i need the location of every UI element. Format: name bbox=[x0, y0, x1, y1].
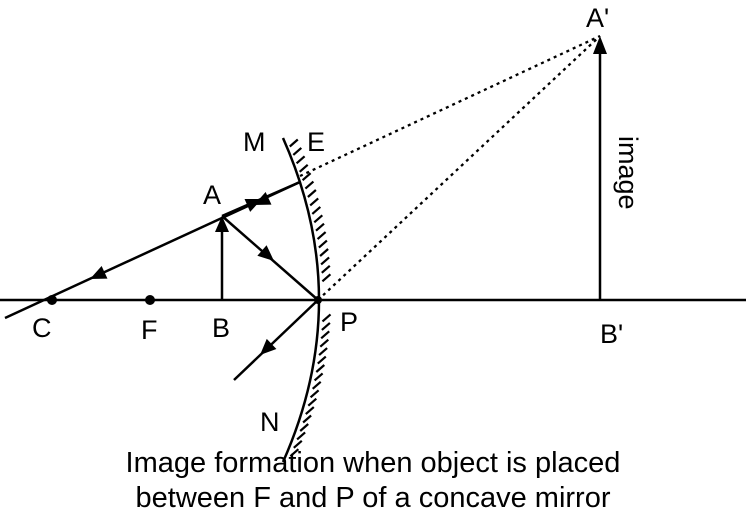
mirror-hatch-mark bbox=[301, 172, 312, 182]
mirror-hatch-mark bbox=[299, 423, 309, 432]
label-N: N bbox=[260, 407, 280, 437]
point-P bbox=[314, 296, 322, 304]
mirror-hatch-mark bbox=[296, 431, 306, 441]
ray-arrowhead-reflected-2 bbox=[260, 338, 277, 355]
label-B-prime: B' bbox=[600, 319, 623, 349]
mirror-hatch-mark bbox=[313, 372, 324, 382]
mirror-hatch-mark bbox=[304, 180, 315, 190]
virtual-extension-2 bbox=[317, 35, 601, 301]
label-image: image bbox=[613, 136, 643, 210]
mirror-hatch-mark bbox=[298, 163, 309, 173]
mirror-hatch-mark bbox=[289, 138, 299, 148]
mirror-hatch-mark bbox=[309, 197, 319, 207]
mirror-hatch-mark bbox=[295, 155, 306, 165]
label-M: M bbox=[243, 127, 266, 157]
mirror-hatch-mark bbox=[305, 406, 315, 415]
mirror-hatch-mark bbox=[318, 347, 328, 356]
label-A-prime: A' bbox=[586, 3, 609, 33]
label-P: P bbox=[340, 307, 358, 337]
caption-line-2: between F and P of a concave mirror bbox=[135, 482, 611, 514]
mirror-hatch-mark bbox=[321, 322, 331, 331]
mirror-hatch-mark bbox=[315, 222, 325, 232]
mirror-hatch-mark bbox=[319, 338, 330, 348]
mirror-hatch-mark bbox=[292, 147, 303, 156]
label-A: A bbox=[203, 180, 221, 210]
mirror-hatch-mark bbox=[302, 414, 312, 424]
label-F: F bbox=[141, 315, 158, 345]
mirror-hatch-mark bbox=[293, 439, 303, 449]
ray-arrowhead-reflected-1b bbox=[90, 265, 108, 279]
mirror-hatch-mark bbox=[320, 330, 330, 340]
ray-arrowhead-reflected-1a bbox=[254, 191, 272, 205]
mirror-hatch-mark bbox=[320, 256, 330, 266]
label-C: C bbox=[32, 313, 52, 343]
ray-arrowhead-incident-2 bbox=[257, 245, 274, 261]
mirror-hatch-mark bbox=[311, 380, 322, 390]
mirror-hatch-mark bbox=[321, 264, 331, 274]
mirror-hatch-mark bbox=[313, 214, 324, 224]
mirror-hatch-mark bbox=[315, 364, 326, 373]
label-E: E bbox=[307, 127, 325, 157]
mirror-hatch-mark bbox=[317, 355, 327, 365]
mirror-hatch-mark bbox=[309, 389, 320, 399]
caption: Image formation when object is placed be… bbox=[0, 446, 746, 516]
mirror-hatch-mark bbox=[289, 448, 300, 458]
reflected-ray-2 bbox=[233, 299, 319, 381]
object-arrowhead bbox=[215, 216, 229, 232]
mirror-hatch-mark bbox=[307, 397, 318, 407]
virtual-extension-1 bbox=[299, 34, 601, 178]
point-C bbox=[47, 295, 57, 305]
mirror-hatch-mark bbox=[307, 189, 317, 198]
mirror-hatch-mark bbox=[319, 248, 329, 257]
label-B: B bbox=[212, 313, 230, 343]
caption-line-1: Image formation when object is placed bbox=[125, 447, 621, 479]
point-F bbox=[145, 295, 155, 305]
image-arrowhead bbox=[593, 36, 607, 54]
mirror-hatch-mark bbox=[316, 231, 327, 240]
mirror-hatch-mark bbox=[321, 273, 332, 283]
mirror-hatch-mark bbox=[318, 239, 328, 249]
mirror-hatch-mark bbox=[311, 206, 322, 215]
mirror-hatch-mark bbox=[321, 313, 332, 323]
mirror-hatching bbox=[289, 138, 332, 458]
